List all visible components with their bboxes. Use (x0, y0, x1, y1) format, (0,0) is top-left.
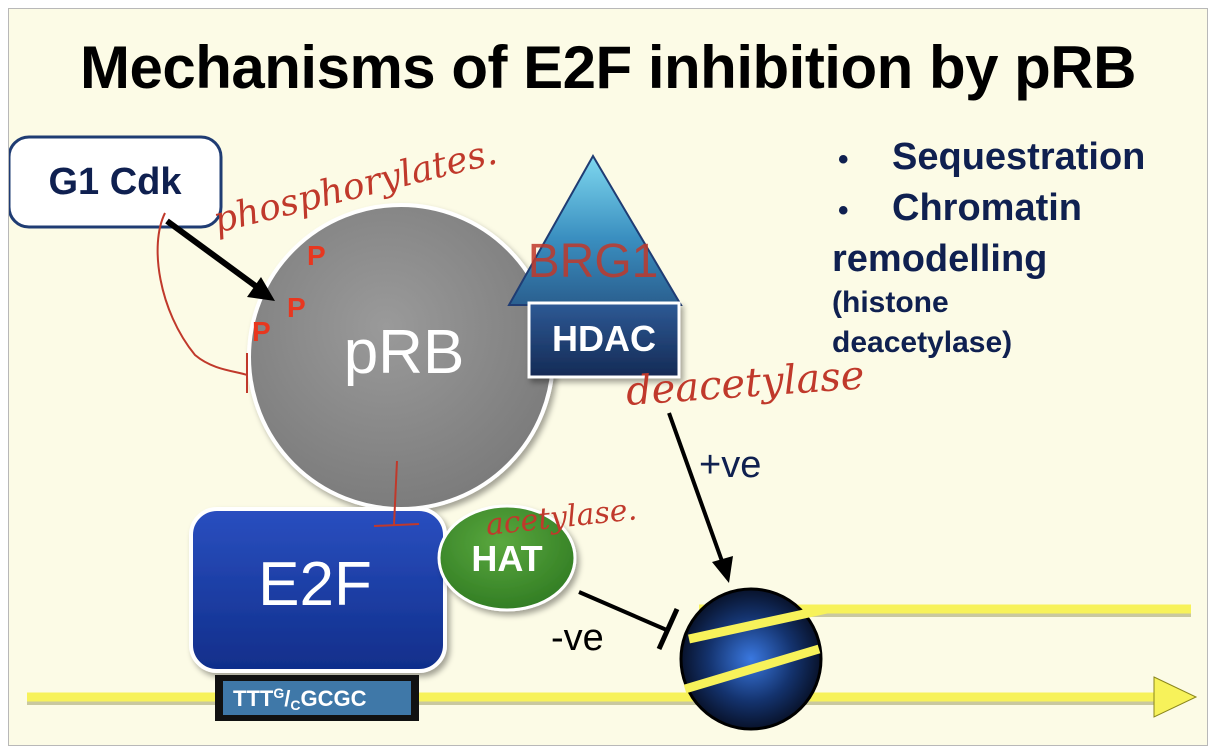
phosphate-mark-3: P (252, 316, 271, 347)
negative-effect-label: -ve (551, 617, 604, 659)
list-item-detail: deacetylase) (832, 326, 1013, 359)
g1-cdk-label: G1 Cdk (48, 161, 182, 203)
e2f-binding-site: TTTG/CGCGC (215, 675, 419, 721)
list-item-label: Sequestration (892, 136, 1146, 178)
mechanism-list: • Sequestration • Chromatin remodelling … (832, 133, 1145, 363)
binding-site-main: TTT (233, 686, 274, 711)
binding-site-sup: G (273, 685, 284, 701)
slide-title: Mechanisms of E2F inhibition by pRB (80, 34, 1136, 101)
prb-label: pRB (344, 318, 465, 387)
list-item-detail: (histone (832, 286, 949, 319)
list-item-continuation: remodelling (832, 238, 1048, 280)
nucleosome (679, 587, 828, 731)
dna-strand-lower (27, 676, 1198, 718)
e2f-node (189, 507, 447, 673)
phosphate-mark-2: P (287, 292, 306, 323)
brg1-label: BRG1 (528, 235, 659, 288)
binding-site-sub: C (290, 697, 300, 713)
bullet-marker: • (838, 143, 849, 176)
arrow-cdk-to-prb (165, 218, 275, 301)
e2f-label: E2F (258, 550, 372, 619)
slide: Mechanisms of E2F inhibition by pRB (8, 8, 1208, 746)
inhibition-hat-to-nucleosome (578, 590, 680, 651)
phosphate-mark-1: P (307, 240, 326, 271)
hat-node (437, 504, 577, 612)
hdac-label: HDAC (552, 318, 656, 359)
hat-label: HAT (471, 538, 542, 579)
svg-text:TTTG/CGCGC: TTTG/CGCGC (233, 685, 367, 713)
hdac-node (527, 301, 681, 379)
brg1-node: BRG1 (507, 153, 683, 306)
list-item-sequestration: • Sequestration (832, 133, 1145, 184)
bullet-marker: • (838, 194, 849, 227)
list-item-label: Chromatin (892, 187, 1082, 229)
g1-cdk-node: G1 Cdk (9, 135, 223, 229)
binding-site-slash: / (284, 686, 290, 711)
arrow-hdac-to-nucleosome (667, 412, 733, 583)
binding-site-end: GCGC (300, 686, 366, 711)
positive-effect-label: +ve (699, 444, 761, 486)
e2f-inhibition-diagram: G1 Cdk pRB P P P BRG1 HDAC E2F (9, 132, 1198, 731)
list-item-chromatin: • Chromatin (832, 184, 1145, 235)
handwritten-annotations (156, 212, 420, 527)
